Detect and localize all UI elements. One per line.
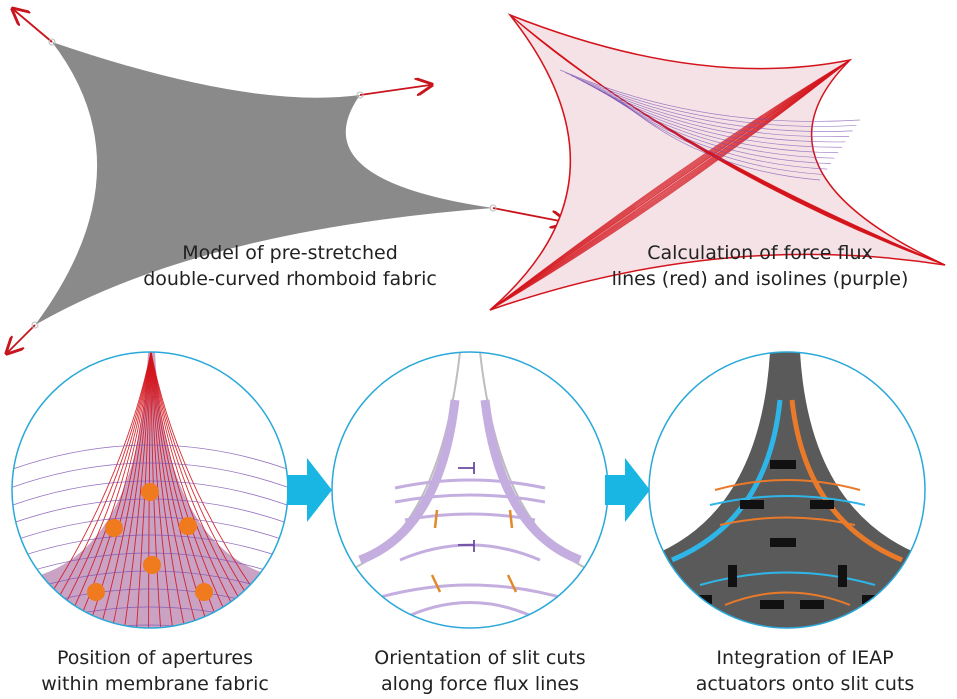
caption-line: Model of pre-stretched xyxy=(182,242,398,264)
corner-anchor xyxy=(356,91,364,99)
corner-anchor xyxy=(489,204,497,212)
apertures xyxy=(87,483,213,601)
fabric-model xyxy=(8,10,565,352)
aperture-dot xyxy=(87,583,105,601)
arrow-icon xyxy=(8,324,36,352)
aperture-dot xyxy=(143,556,161,574)
force-flux-model xyxy=(489,13,946,311)
caption-actuators: Integration of IEAP actuators onto slit … xyxy=(655,645,955,697)
slit-circle xyxy=(331,351,609,629)
rhomboid-fabric xyxy=(35,42,493,325)
corner-anchor xyxy=(31,321,39,329)
arrow-icon xyxy=(359,85,430,95)
caption-line: Calculation of force flux xyxy=(647,242,873,264)
caption-line: Orientation of slit cuts xyxy=(374,647,586,669)
aperture-dot xyxy=(179,517,197,535)
caption-line: along force flux lines xyxy=(380,673,580,695)
chevron-right-arrow-icon xyxy=(287,458,332,522)
actuator-circle xyxy=(648,351,926,629)
caption-line: actuators onto slit cuts xyxy=(695,673,915,695)
aperture-dot xyxy=(105,519,123,537)
caption-apertures: Position of apertures within membrane fa… xyxy=(10,645,300,697)
caption-fabric-model: Model of pre-stretched double-curved rho… xyxy=(120,240,460,292)
caption-line: lines (red) and isolines (purple) xyxy=(611,268,909,290)
caption-line: within membrane fabric xyxy=(41,673,269,695)
aperture-dot xyxy=(195,583,213,601)
caption-line: Integration of IEAP xyxy=(716,647,894,669)
caption-line: Position of apertures xyxy=(56,647,254,669)
caption-slit-cuts: Orientation of slit cuts along force flu… xyxy=(330,645,630,697)
arrow-icon xyxy=(492,207,565,222)
chevron-right-arrow-icon xyxy=(605,458,650,522)
flux-lines xyxy=(489,14,946,311)
corner-anchor xyxy=(48,38,56,46)
pull-arrows xyxy=(8,10,565,352)
caption-force-flux: Calculation of force flux lines (red) an… xyxy=(580,240,940,292)
aperture-circle xyxy=(11,351,289,629)
arrow-icon xyxy=(14,10,53,43)
aperture-dot xyxy=(141,483,159,501)
caption-line: double-curved rhomboid fabric xyxy=(143,268,437,290)
